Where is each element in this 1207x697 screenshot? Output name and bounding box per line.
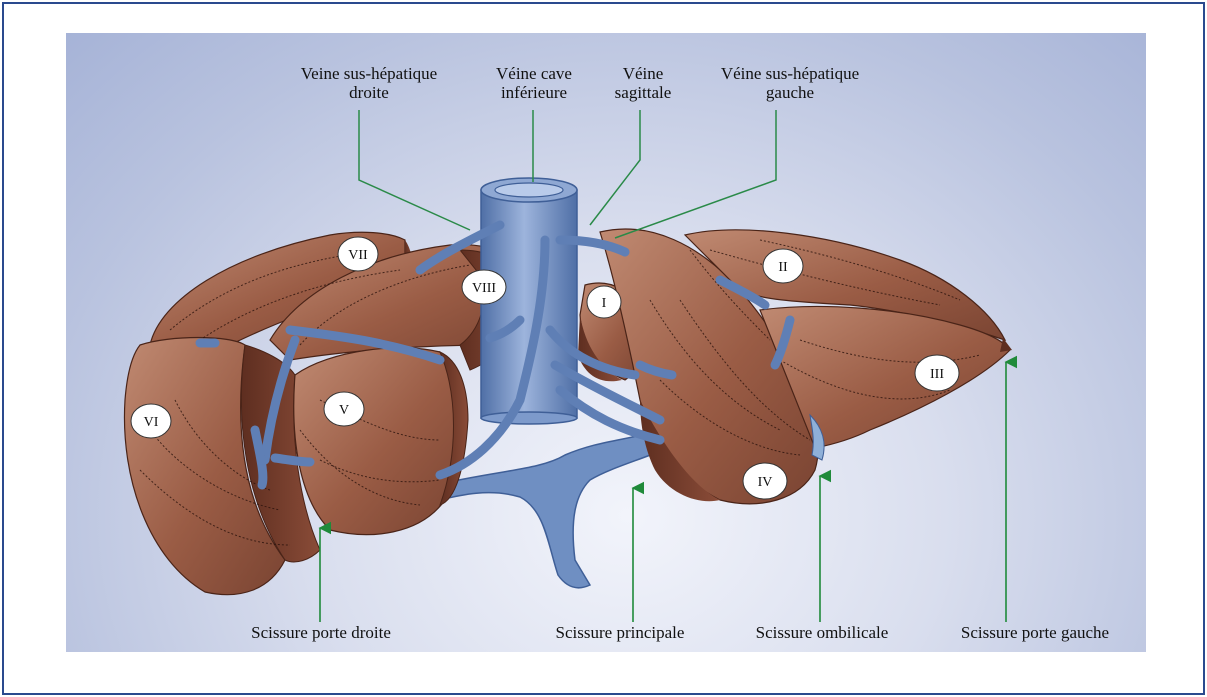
label-line-1: Véine cave xyxy=(474,64,594,83)
segment-VI xyxy=(124,338,320,595)
leader-veine-sagittale xyxy=(590,110,640,225)
segment-label-VII: VII xyxy=(348,248,368,263)
label-veine-cave-inferieure: Véine cave inférieure xyxy=(474,64,594,102)
label-line-1: Véine sus-hépatique xyxy=(692,64,888,83)
label-line-2: sagittale xyxy=(598,83,688,102)
label-veine-sagittale: Véine sagittale xyxy=(598,64,688,102)
leader-veine-sus-hepatique-droite xyxy=(359,110,470,230)
segment-label-VIII: VIII xyxy=(472,281,496,296)
label-veine-sus-hepatique-droite: Veine sus-hépatique droite xyxy=(270,64,468,102)
label-line-2: droite xyxy=(270,83,468,102)
segment-label-I: I xyxy=(602,296,607,311)
label-line-2: gauche xyxy=(692,83,888,102)
label-scissure-porte-gauche: Scissure porte gauche xyxy=(924,623,1146,642)
segment-label-II: II xyxy=(778,260,788,275)
segment-label-V: V xyxy=(339,403,349,418)
label-scissure-porte-droite: Scissure porte droite xyxy=(216,623,426,642)
segment-V xyxy=(294,348,468,535)
segment-label-IV: IV xyxy=(758,475,773,490)
leader-veine-sus-hepatique-gauche xyxy=(615,110,776,238)
label-scissure-ombilicale: Scissure ombilicale xyxy=(722,623,922,642)
label-line-2: inférieure xyxy=(474,83,594,102)
segment-label-VI: VI xyxy=(144,415,159,430)
label-veine-sus-hepatique-gauche: Véine sus-hépatique gauche xyxy=(692,64,888,102)
label-scissure-principale: Scissure principale xyxy=(520,623,720,642)
label-line-1: Veine sus-hépatique xyxy=(270,64,468,83)
segment-label-III: III xyxy=(930,367,944,382)
label-line-1: Véine xyxy=(598,64,688,83)
